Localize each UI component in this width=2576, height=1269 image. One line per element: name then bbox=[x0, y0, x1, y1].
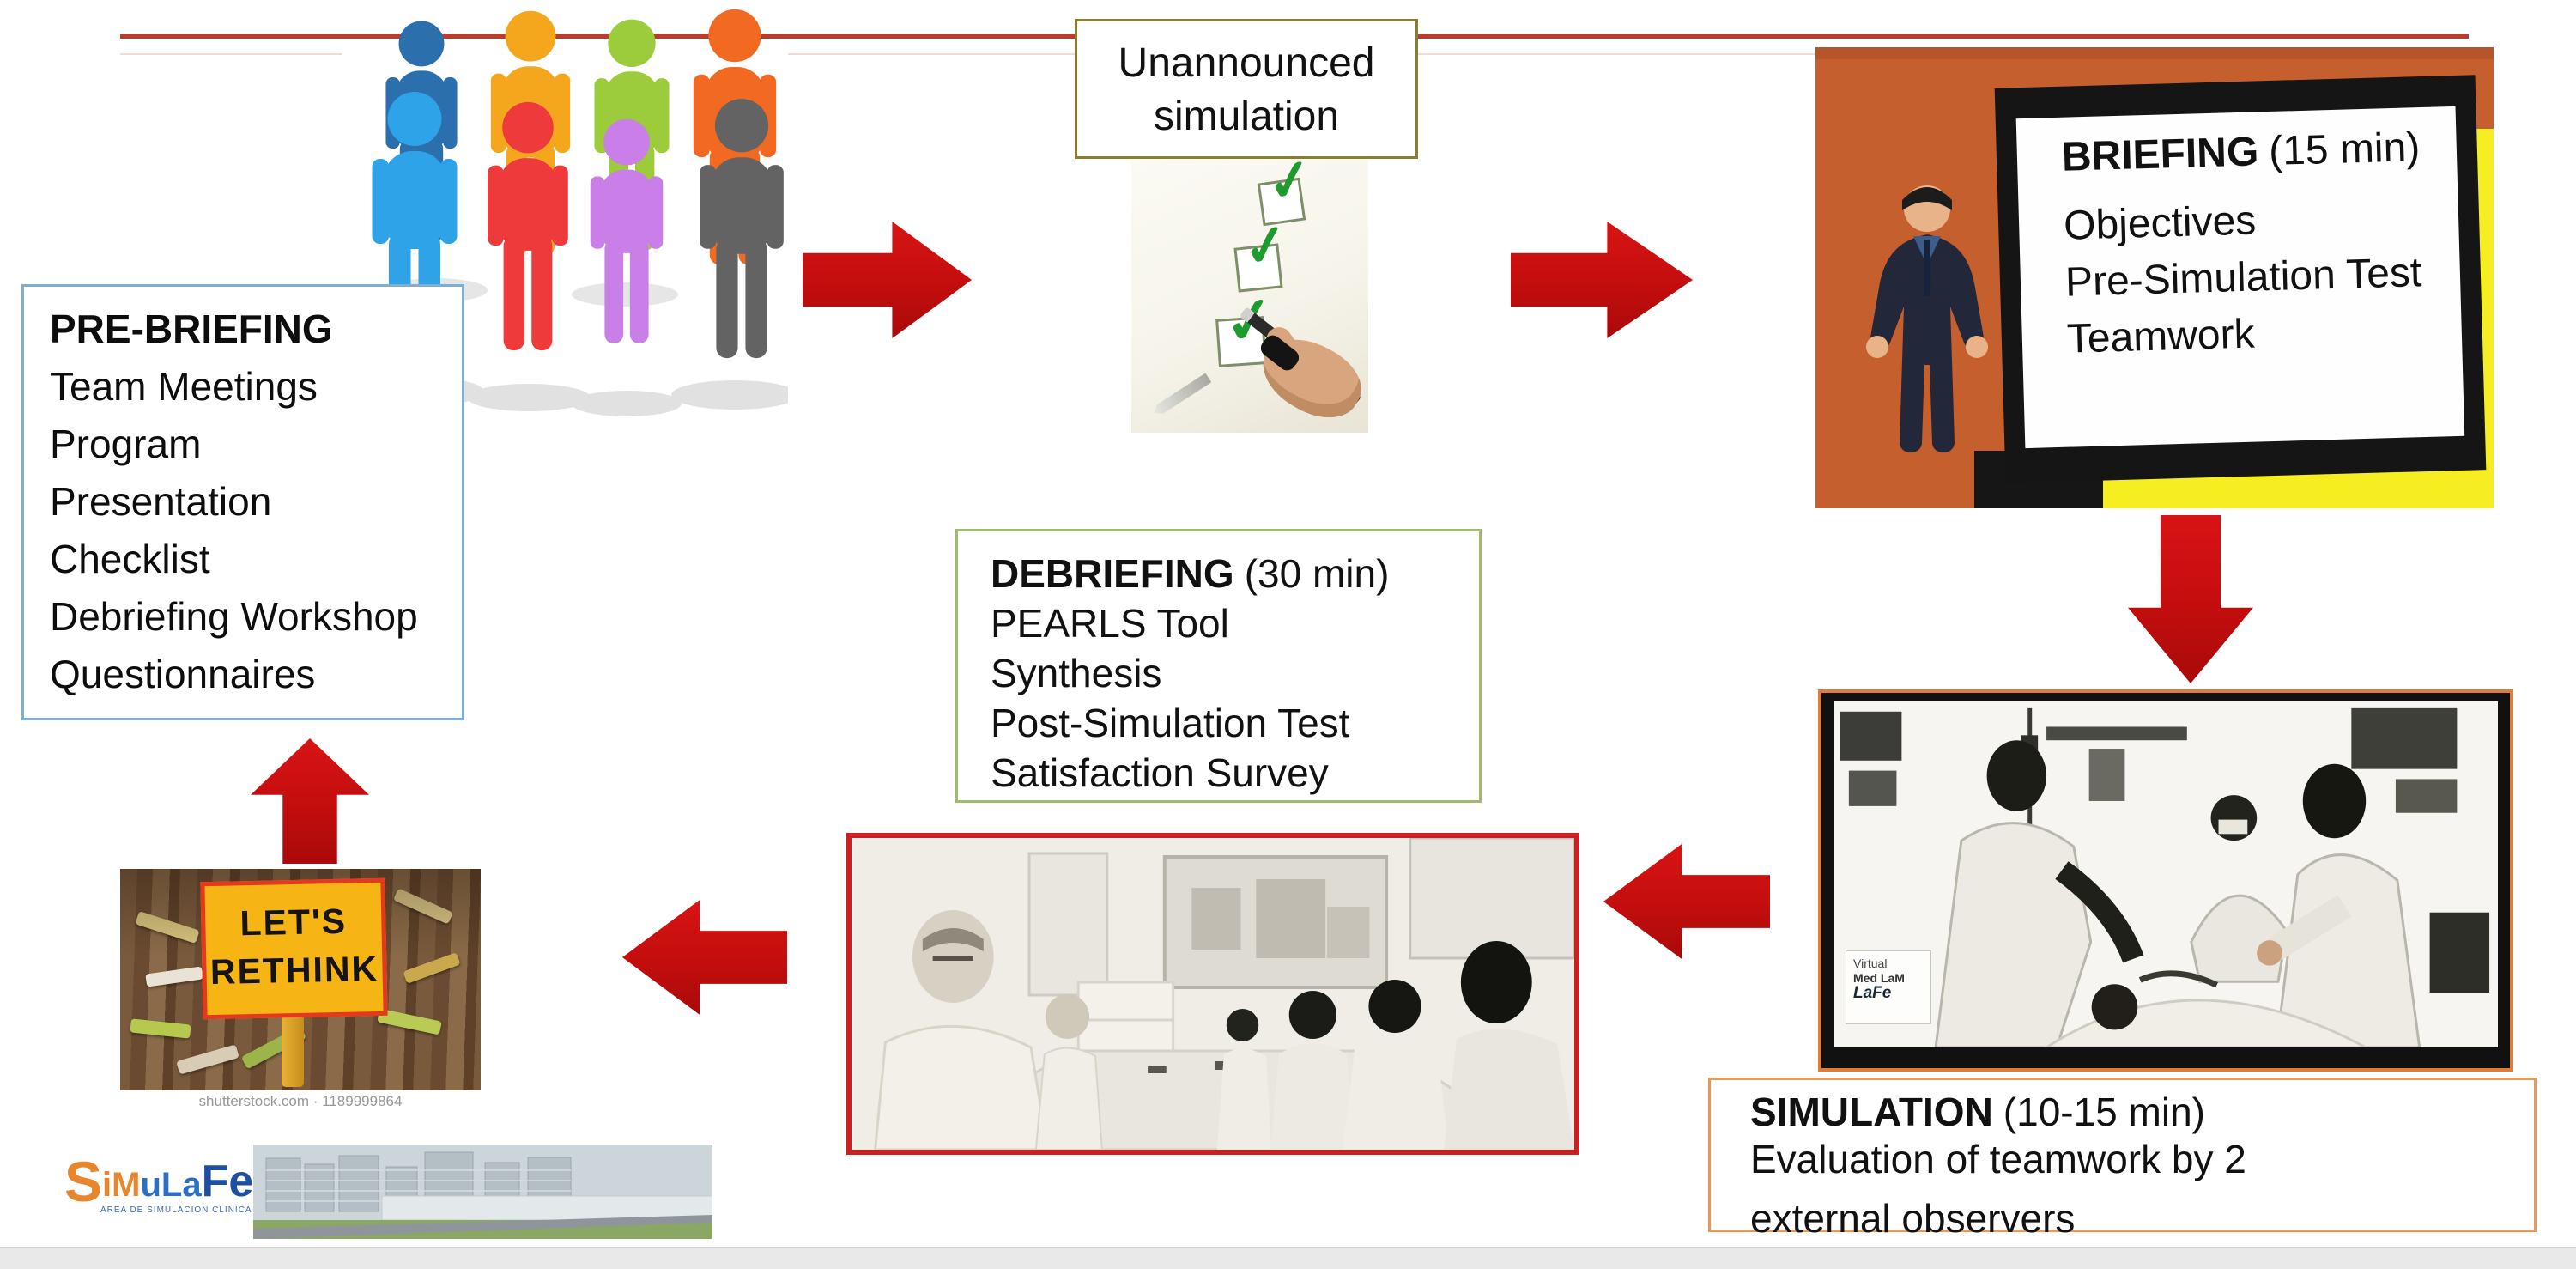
simulation-title: SIMULATION bbox=[1750, 1090, 1993, 1134]
logo-letter-s: S bbox=[64, 1150, 103, 1213]
pen-cap-icon bbox=[1151, 373, 1212, 417]
logo-part2: uLa bbox=[140, 1166, 202, 1204]
debriefing-item: Synthesis bbox=[991, 651, 1162, 695]
manikin-brand-label: Virtual Med LaM LaFe bbox=[1846, 950, 1931, 1024]
flow-arrow-up bbox=[251, 738, 369, 864]
simulation-box: SIMULATION(10-15 min) Evaluation of team… bbox=[1708, 1078, 2537, 1241]
debriefing-item: Post-Simulation Test bbox=[991, 701, 1350, 745]
check-icon: ✓ bbox=[1262, 145, 1318, 216]
unannounced-line2: simulation bbox=[1153, 94, 1340, 139]
flow-arrow-down bbox=[2128, 515, 2253, 683]
briefing-roof-strip bbox=[1815, 47, 2494, 59]
flow-arrow-right-1 bbox=[803, 222, 972, 338]
flow-arrow-right-2 bbox=[1511, 222, 1693, 338]
whiteboard-screen: BRIEFING(15 min) Objectives Pre-Simulati… bbox=[2015, 106, 2465, 449]
simulation-line2: external observers bbox=[1750, 1196, 2076, 1241]
pre-briefing-item: Checklist bbox=[50, 537, 210, 581]
rethink-sign-line1: LET'S bbox=[239, 901, 348, 944]
briefing-illustration: BRIEFING(15 min) Objectives Pre-Simulati… bbox=[1815, 47, 2494, 508]
pre-briefing-item: Program bbox=[50, 422, 202, 466]
debriefing-item: Satisfaction Survey bbox=[991, 750, 1329, 795]
simulation-scene bbox=[1834, 701, 2498, 1049]
clothespin bbox=[176, 1044, 239, 1075]
clothespin bbox=[403, 952, 461, 984]
clothespin bbox=[130, 1018, 191, 1039]
simulation-title-line: SIMULATION(10-15 min) bbox=[1750, 1089, 2534, 1136]
logo-part3: Fe bbox=[201, 1157, 254, 1206]
clothespin bbox=[135, 910, 200, 944]
unannounced-line1: Unannounced bbox=[1118, 40, 1375, 86]
stock-watermark: shutterstock.com · 1189999864 bbox=[198, 1093, 403, 1109]
rethink-sign: LET'S RETHINK bbox=[200, 877, 388, 1020]
label-line: Virtual bbox=[1853, 956, 1888, 970]
sign-clothespin bbox=[282, 1015, 304, 1087]
briefing-title: BRIEFING bbox=[2061, 129, 2259, 180]
clothespin bbox=[392, 888, 454, 925]
debriefing-title-line: DEBRIEFING(30 min) bbox=[991, 549, 1479, 598]
lets-rethink-photo: LET'S RETHINK bbox=[120, 869, 481, 1090]
debriefing-item: PEARLS Tool bbox=[991, 601, 1229, 646]
meeting-scene bbox=[852, 836, 1576, 1151]
pre-briefing-item: Debriefing Workshop bbox=[50, 594, 418, 639]
whiteboard-frame: BRIEFING(15 min) Objectives Pre-Simulati… bbox=[1994, 75, 2487, 483]
simulation-duration: (10-15 min) bbox=[2003, 1090, 2205, 1134]
pre-briefing-item: Presentation bbox=[50, 479, 272, 524]
hospital-building-image bbox=[253, 1145, 712, 1239]
checklist-illustration: ✓ ✓ ✓ bbox=[1131, 146, 1373, 433]
briefing-duration: (15 min) bbox=[2268, 124, 2421, 175]
debriefing-duration: (30 min) bbox=[1244, 551, 1390, 596]
label-line: Med LaM bbox=[1853, 971, 1905, 985]
logo-part1: iM bbox=[102, 1166, 141, 1204]
pre-briefing-item: Team Meetings bbox=[50, 364, 318, 409]
briefing-item: Pre-Simulation Test bbox=[2064, 250, 2422, 306]
simulation-photo: Virtual Med LaM LaFe bbox=[1818, 689, 2513, 1072]
debriefing-box: DEBRIEFING(30 min) PEARLS Tool Synthesis… bbox=[955, 529, 1482, 803]
check-icon: ✓ bbox=[1238, 210, 1294, 281]
footer-bar bbox=[0, 1247, 2576, 1269]
debriefing-title: DEBRIEFING bbox=[991, 551, 1234, 596]
briefing-item: Teamwork bbox=[2066, 311, 2256, 362]
logo-tagline: AREA DE SIMULACION CLINICA bbox=[100, 1205, 252, 1215]
rethink-sign-line2: RETHINK bbox=[209, 948, 379, 993]
pre-briefing-item: Questionnaires bbox=[50, 652, 316, 696]
unannounced-simulation-box: Unannounced simulation bbox=[1075, 19, 1418, 159]
pre-briefing-title: PRE-BRIEFING bbox=[50, 307, 333, 351]
debriefing-photo bbox=[846, 833, 1579, 1155]
flow-arrow-left-2 bbox=[622, 900, 787, 1015]
presenter-illustration bbox=[1866, 185, 1988, 453]
briefing-title-line: BRIEFING(15 min) bbox=[2061, 118, 2458, 186]
simulation-line1: Evaluation of teamwork by 2 bbox=[1750, 1137, 2246, 1181]
label-line: LaFe bbox=[1853, 984, 1892, 1002]
pre-briefing-box: PRE-BRIEFING Team Meetings Program Prese… bbox=[21, 284, 464, 720]
flow-arrow-left-1 bbox=[1603, 844, 1770, 959]
clothespin bbox=[145, 966, 203, 987]
simulafe-logo: SiMuLaFe AREA DE SIMULACION CLINICA bbox=[64, 1149, 262, 1235]
